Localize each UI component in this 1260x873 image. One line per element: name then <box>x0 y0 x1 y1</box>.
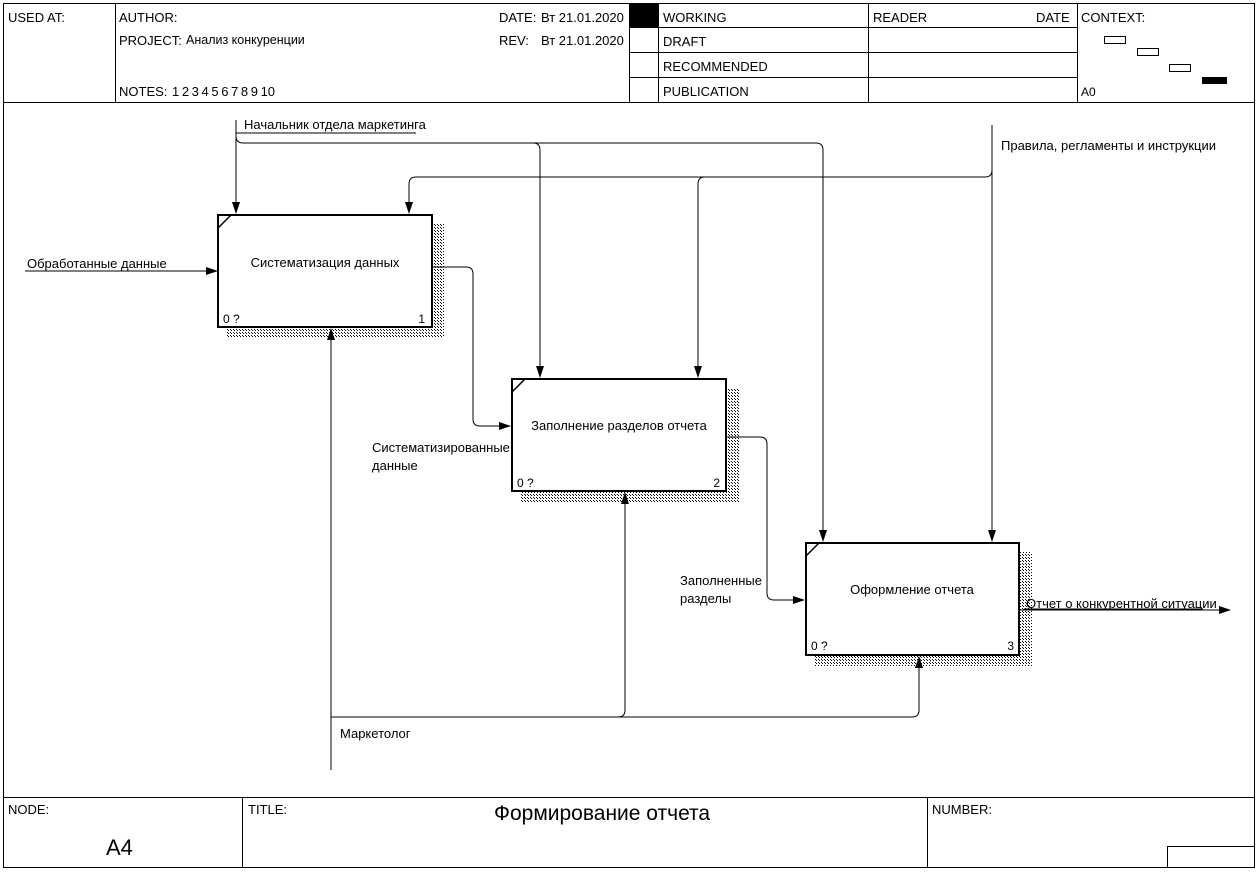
activity-box-1[interactable]: Систематизация данных 0 ? 1 <box>217 214 444 338</box>
label-filled-2: разделы <box>680 591 731 606</box>
project-value: Анализ конкуренции <box>186 33 305 47</box>
box-3-corner <box>805 542 820 557</box>
label-rules: Правила, регламенты и инструкции <box>1001 138 1216 153</box>
box-3-cost: 0 ? <box>811 639 828 653</box>
reader-date-label: DATE <box>1036 10 1070 25</box>
label-systematized-2: данные <box>372 458 418 473</box>
diagram-title: Формирование отчета <box>494 802 711 825</box>
used-at-label: USED AT: <box>8 10 65 25</box>
project-label: PROJECT: <box>119 33 182 48</box>
footer-top-line <box>3 797 1255 798</box>
date-value: Вт 21.01.2020 <box>541 10 624 25</box>
notes-label: NOTES: <box>119 84 168 99</box>
rev-label: REV: <box>499 33 529 48</box>
header-divider-usedat <box>115 3 116 102</box>
status-publication: PUBLICATION <box>663 84 749 99</box>
box-3-frame <box>805 542 1020 656</box>
box-1-corner <box>217 214 232 229</box>
label-input-data: Обработанные данные <box>27 256 167 271</box>
arrow-marketer-bus[interactable] <box>331 492 629 718</box>
status-draft: DRAFT <box>663 34 707 49</box>
box-2-corner <box>511 378 526 393</box>
arrow-marketer-to-box3[interactable] <box>618 656 923 718</box>
activity-box-3[interactable]: Оформление отчета 0 ? 3 <box>805 542 1032 666</box>
label-head-marketing: Начальник отдела маркетинга <box>244 117 427 132</box>
box-2-cost: 0 ? <box>517 476 534 490</box>
box-1-label: Систематизация данных <box>251 255 400 270</box>
rev-value: Вт 21.01.2020 <box>541 33 624 48</box>
context-label: CONTEXT: <box>1081 10 1146 25</box>
context-box-1 <box>1104 36 1126 44</box>
context-box-2 <box>1137 48 1159 56</box>
notes-numbers: 1 2 3 4 5 6 7 8 9 10 <box>172 84 276 99</box>
box-1-cost: 0 ? <box>223 312 240 326</box>
node-value: A4 <box>106 835 133 860</box>
box-2-label: Заполнение разделов отчета <box>531 418 707 433</box>
arrow-rules-branch[interactable] <box>405 169 993 214</box>
label-output-report: Отчет о конкурентной ситуации <box>1026 596 1217 611</box>
header-divider-context <box>1077 3 1078 102</box>
footer-divider-node <box>242 797 243 868</box>
header-bottom-line <box>3 102 1255 103</box>
box-2-number: 2 <box>713 476 720 490</box>
status-row-line-3 <box>629 77 1077 78</box>
box-3-label: Оформление отчета <box>850 582 975 597</box>
node-label: NODE: <box>8 802 50 817</box>
status-working: WORKING <box>663 10 727 25</box>
reader-label: READER <box>873 10 928 25</box>
footer-number-box <box>1167 846 1255 868</box>
footer-divider-number <box>927 797 928 868</box>
title-label: TITLE: <box>248 802 288 817</box>
status-recommended: RECOMMENDED <box>663 59 768 74</box>
box-2-frame <box>511 378 727 492</box>
label-systematized-1: Систематизированные <box>372 440 510 455</box>
arrow-head-marketing-to-box3[interactable] <box>533 142 827 542</box>
box-1-number: 1 <box>418 312 425 326</box>
activity-box-2[interactable]: Заполнение разделов отчета 0 ? 2 <box>511 378 740 502</box>
arrow-rules-to-box2[interactable] <box>694 176 706 378</box>
working-status-marker <box>630 4 658 27</box>
arrow-systematized-data[interactable] <box>433 266 511 430</box>
arrow-filled-sections[interactable] <box>727 436 805 604</box>
number-label: NUMBER: <box>932 802 992 817</box>
status-row-line-2 <box>629 52 1077 53</box>
context-node: A0 <box>1081 85 1096 99</box>
context-box-4-current <box>1202 77 1227 84</box>
status-row-line-1 <box>629 27 1077 28</box>
label-marketer: Маркетолог <box>340 726 411 741</box>
author-label: AUTHOR: <box>119 10 178 25</box>
context-box-3 <box>1169 64 1191 72</box>
label-filled-1: Заполненные <box>680 573 762 588</box>
box-1-frame <box>217 214 433 328</box>
box-3-number: 3 <box>1007 639 1014 653</box>
date-label: DATE: <box>499 10 537 25</box>
